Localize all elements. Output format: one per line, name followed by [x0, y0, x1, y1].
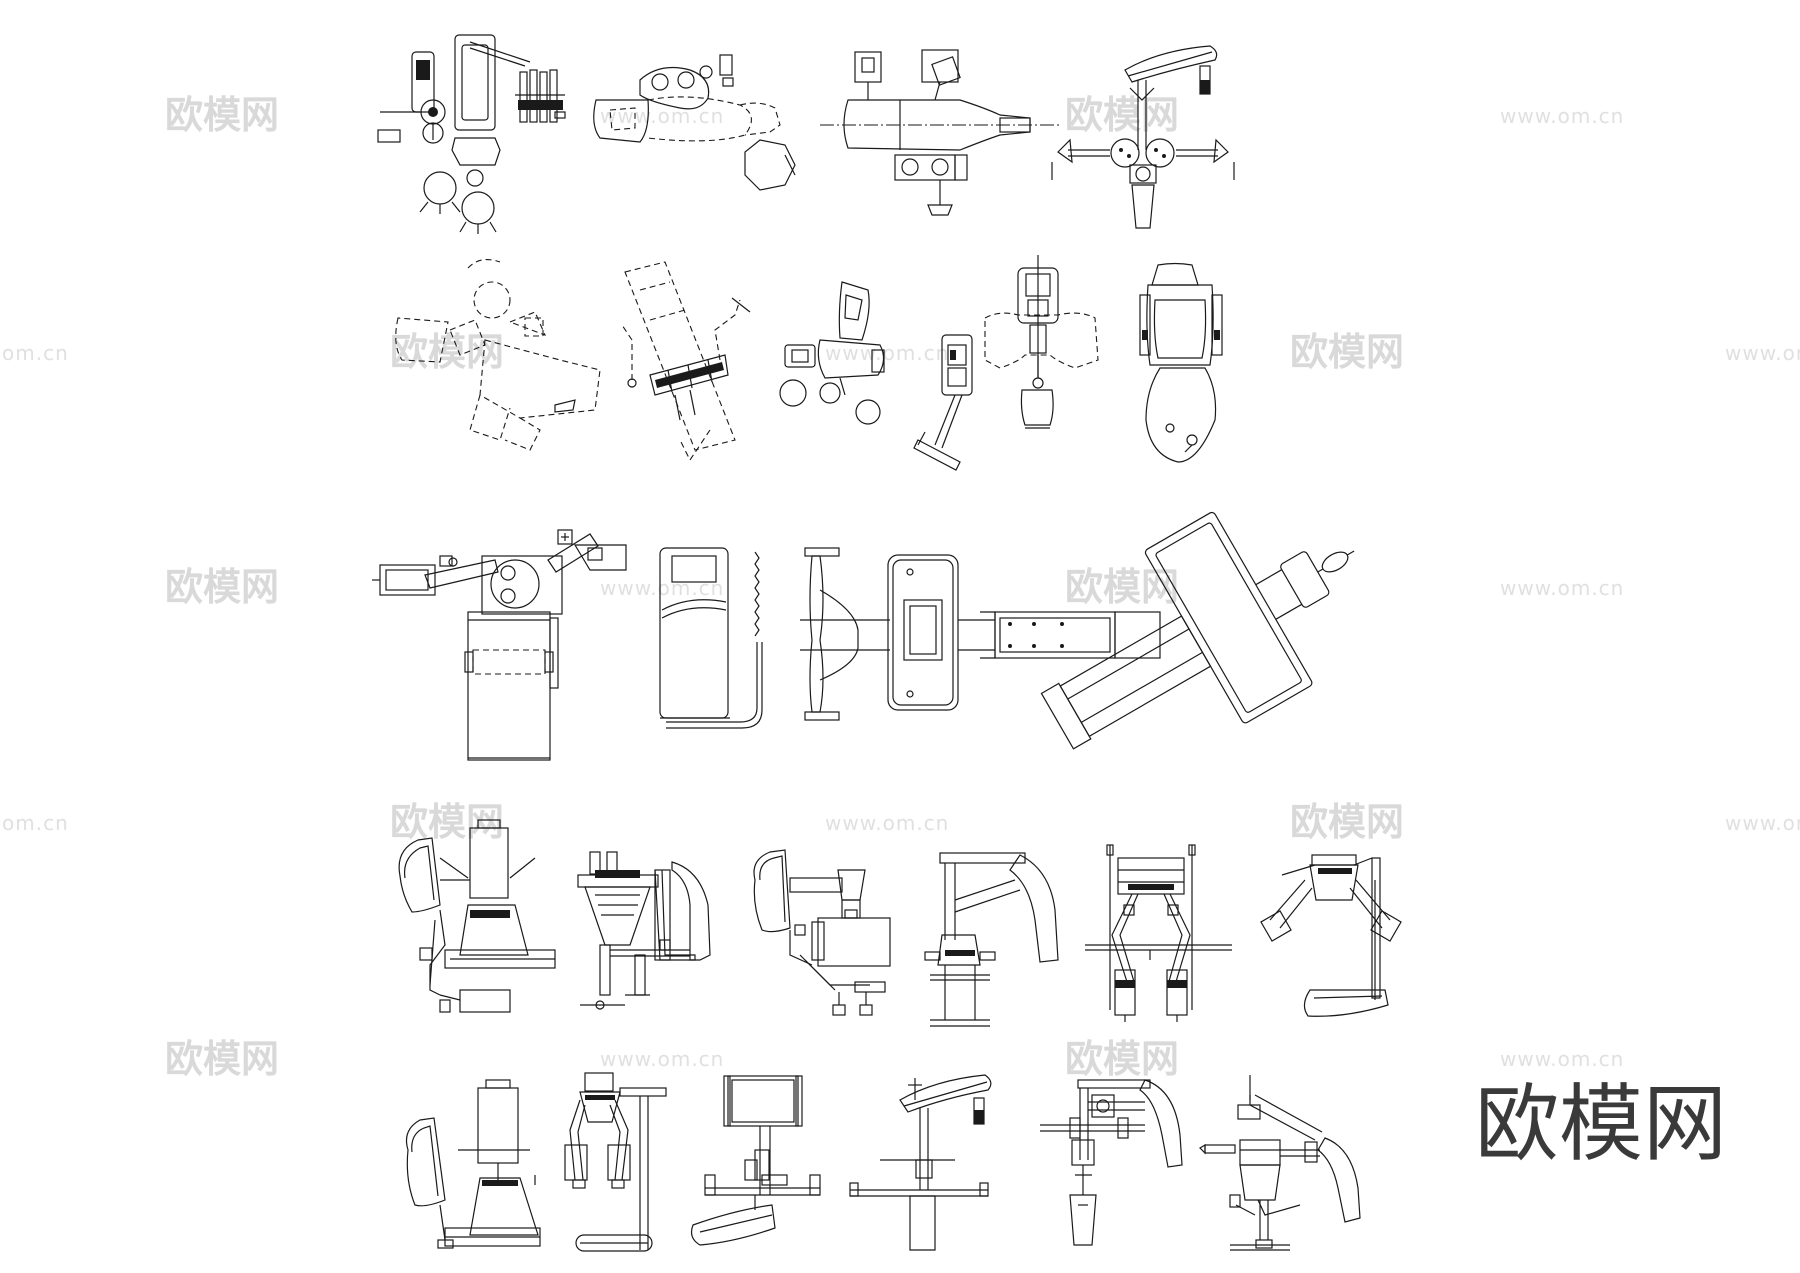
dental-unit-console [913, 255, 1099, 471]
gym-machine-1 [398, 819, 556, 1013]
dental-light-arm [1051, 45, 1235, 229]
surgical-table [800, 547, 1161, 721]
watermark-url: www.om.cn [825, 341, 949, 365]
operating-table-lamps [372, 529, 627, 761]
hospital-bed [659, 547, 763, 729]
watermark-url: www.om.cn [1500, 104, 1624, 128]
gym-machine-7 [405, 1079, 541, 1249]
watermark-url: www.om.cn [1500, 576, 1624, 600]
watermark-url: www.om.cn [825, 811, 949, 835]
watermark-url: www.om.cn [1500, 1047, 1624, 1071]
watermark-url: www.om.cn [1725, 811, 1800, 835]
gym-machine-3 [753, 849, 891, 1016]
gym-machine-6 [1260, 854, 1402, 1017]
watermark-brand: 欧模网 [1065, 565, 1179, 609]
dental-chair-basin [1139, 262, 1223, 463]
dental-chair-dashed-rotated [395, 259, 601, 451]
watermark-url: om.cn [2, 811, 69, 835]
gym-machine-10 [849, 1074, 992, 1251]
gym-machine-2 [577, 851, 711, 1010]
surgical-table-rotated [1040, 511, 1355, 750]
watermark-brand: 欧模网 [1290, 330, 1404, 374]
gym-machine-5 [1085, 844, 1232, 1022]
watermark-url: www.om.cn [600, 104, 724, 128]
gym-machine-4 [924, 852, 1059, 1027]
watermark-brand: 欧模网 [390, 800, 504, 844]
watermark-url: www.om.cn [600, 1047, 724, 1071]
watermark-brand: 欧模网 [1065, 93, 1179, 137]
watermark-layer: 欧模网 欧模网 欧模网 欧模网 欧模网 欧模网 欧模网 欧模网 欧模网 欧模网 … [2, 93, 1800, 1081]
gym-machine-12 [1199, 1075, 1361, 1251]
dental-chair-angled [779, 281, 885, 425]
watermark-brand: 欧模网 [1290, 800, 1404, 844]
gym-machine-8 [564, 1072, 667, 1252]
dental-chair-dashed [593, 54, 796, 191]
watermark-brand: 欧模网 [1065, 1037, 1179, 1081]
dental-chair-centerline [820, 49, 1060, 216]
gym-machine-9 [690, 1075, 821, 1246]
watermark-brand: 欧模网 [165, 565, 279, 609]
watermark-brand: 欧模网 [165, 93, 279, 137]
dental-unit-assembly [377, 34, 566, 234]
watermark-url: om.cn [2, 341, 69, 365]
brand-logo: 欧模网 [1475, 1075, 1727, 1173]
watermark-brand: 欧模网 [165, 1037, 279, 1081]
gym-machine-11 [1040, 1079, 1183, 1246]
watermark-brand: 欧模网 [390, 330, 504, 374]
instrument-tray-dashed [621, 261, 751, 462]
watermark-url: www.om.cn [600, 576, 724, 600]
watermark-url: www.om.cn [1725, 341, 1800, 365]
